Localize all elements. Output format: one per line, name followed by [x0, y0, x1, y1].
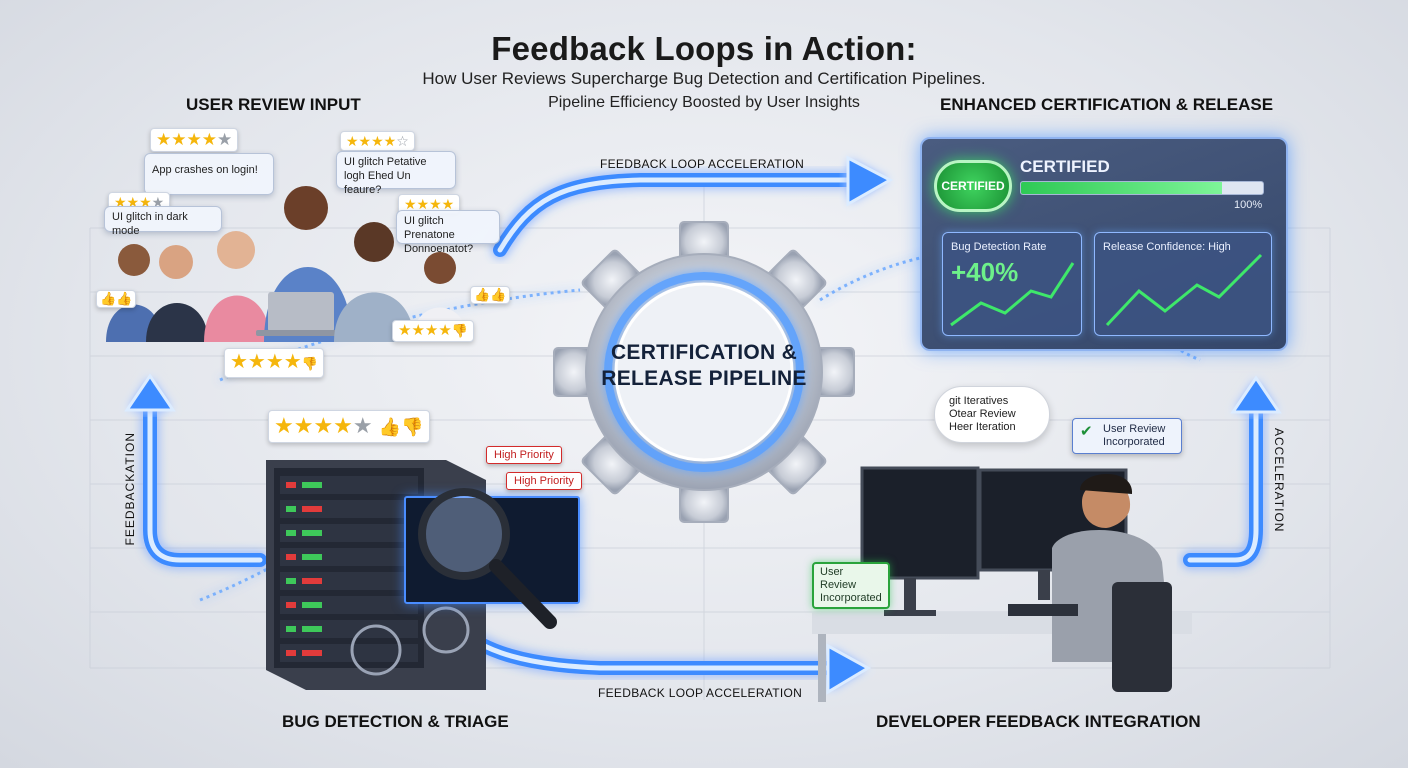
gear-label-line1: CERTIFICATION &	[610, 341, 798, 364]
thumbs-down-icon: 👎	[451, 323, 468, 338]
flow-label-left: FEEDBACKATION	[123, 432, 137, 546]
flow-label-bottom: FEEDBACK LOOP ACCELERATION	[598, 686, 803, 700]
person-avatar	[204, 231, 270, 342]
developer-workstation-illustration	[812, 466, 1192, 702]
review-bubble-2: UI glitch in dark mode	[104, 206, 222, 237]
review-bubble-4: UI glitch Prenatone Donnoenatot?	[396, 210, 500, 255]
magnifier-icon	[418, 488, 557, 629]
reaction-right: 👍👍	[470, 286, 511, 304]
gear-label: CERTIFICATION & RELEASE PIPELINE	[584, 340, 824, 392]
code-screen	[404, 496, 580, 604]
thought-line-2: Otear Review	[949, 408, 1016, 420]
thumbs-up-icon: 👍	[116, 291, 133, 306]
bug-detection-rate-card: Bug Detection Rate +40%	[942, 232, 1082, 336]
certification-status: CERTIFIED	[1020, 157, 1110, 176]
thumbs-up-icon: 👍	[378, 417, 402, 437]
section-user-review-input: USER REVIEW INPUT	[186, 95, 361, 114]
thumbs-down-icon: 👎	[301, 356, 318, 371]
reaction-left: 👍👍	[96, 290, 137, 308]
priority-tag-2: High Priority	[506, 472, 582, 490]
star-empty-icon: ★	[216, 130, 233, 149]
star-empty-icon: ☆	[396, 133, 409, 149]
checkmark-icon: ✔	[1080, 423, 1093, 440]
page-subtitle: How User Reviews Supercharge Bug Detecti…	[422, 69, 986, 88]
section-enhanced-release: ENHANCED CERTIFICATION & RELEASE	[940, 95, 1274, 114]
user-review-incorporated-tag: ✔ User Review Incorporated	[1072, 418, 1182, 454]
flow-label-right: ACCELERATION	[1272, 428, 1286, 533]
bug-detection-rate-value: +40%	[951, 257, 1019, 287]
release-confidence-title: Release Confidence: High	[1103, 241, 1231, 253]
certification-progress	[1020, 181, 1264, 195]
laptop-icon	[256, 292, 346, 336]
section-developer-integration: DEVELOPER FEEDBACK INTEGRATION	[876, 712, 1201, 731]
thumbs-down-icon: 👎	[401, 417, 424, 437]
section-bug-detection: BUG DETECTION & TRIAGE	[282, 712, 509, 731]
review-bubble-1: App crashes on login!	[144, 153, 274, 195]
user-review-incorporated-label: User Review Incorporated	[1103, 423, 1166, 448]
certification-progress-label: 100%	[1234, 199, 1263, 211]
thumbs-up-icon: 👍	[490, 287, 507, 302]
star-icon: ★★★★	[156, 130, 217, 149]
thumbs-up-icon: 👍	[100, 291, 117, 306]
thought-line-1: git Iteratives	[949, 395, 1009, 407]
certified-badge-label: CERTIFIED	[941, 179, 1005, 193]
priority-tag-1: High Priority	[486, 446, 562, 464]
page-tagline: Pipeline Efficiency Boosted by User Insi…	[548, 94, 860, 111]
bug-detection-rate-title: Bug Detection Rate	[951, 241, 1047, 253]
flow-label-top: FEEDBACK LOOP ACCELERATION	[600, 157, 805, 171]
review-rating-4: ★★★★	[398, 194, 461, 214]
user-review-incorporated-badge: User Review Incorporated	[812, 562, 890, 609]
page-title: Feedback Loops in Action:	[491, 30, 917, 67]
person-avatar	[146, 245, 208, 342]
release-confidence-trend-line	[1105, 253, 1263, 327]
review-bubble-3: UI glitch Petative logh Ehed Un feaure?	[336, 151, 456, 196]
gear-label-line2: RELEASE PIPELINE	[601, 367, 807, 390]
thought-line-3: Heer Iteration	[949, 421, 1016, 433]
star-empty-icon: ★	[352, 413, 373, 438]
reviewers-illustration	[106, 186, 468, 342]
review-rating-people: ★★★★👎	[224, 348, 324, 378]
star-icon: ★★★★	[274, 413, 353, 438]
thumbs-up-icon: 👍	[474, 287, 491, 302]
review-rating-server: ★★★★★ 👍👎	[268, 410, 430, 443]
release-confidence-card: Release Confidence: High	[1094, 232, 1272, 336]
star-icon: ★★★★	[404, 196, 455, 212]
bug-detection-trend-line	[950, 262, 1075, 327]
developer-thought-bubble: git Iteratives Otear Review Heer Iterati…	[934, 386, 1050, 443]
review-rating-1: ★★★★★	[150, 128, 239, 152]
star-icon: ★★★★	[346, 133, 397, 149]
star-icon: ★★★★	[398, 322, 452, 339]
review-rating-3: ★★★★☆	[340, 131, 415, 151]
certified-badge: CERTIFIED	[934, 160, 1012, 212]
review-rating-people-right: ★★★★👎	[392, 320, 474, 342]
certification-progress-fill	[1021, 182, 1222, 194]
star-icon: ★★★★	[230, 351, 302, 373]
